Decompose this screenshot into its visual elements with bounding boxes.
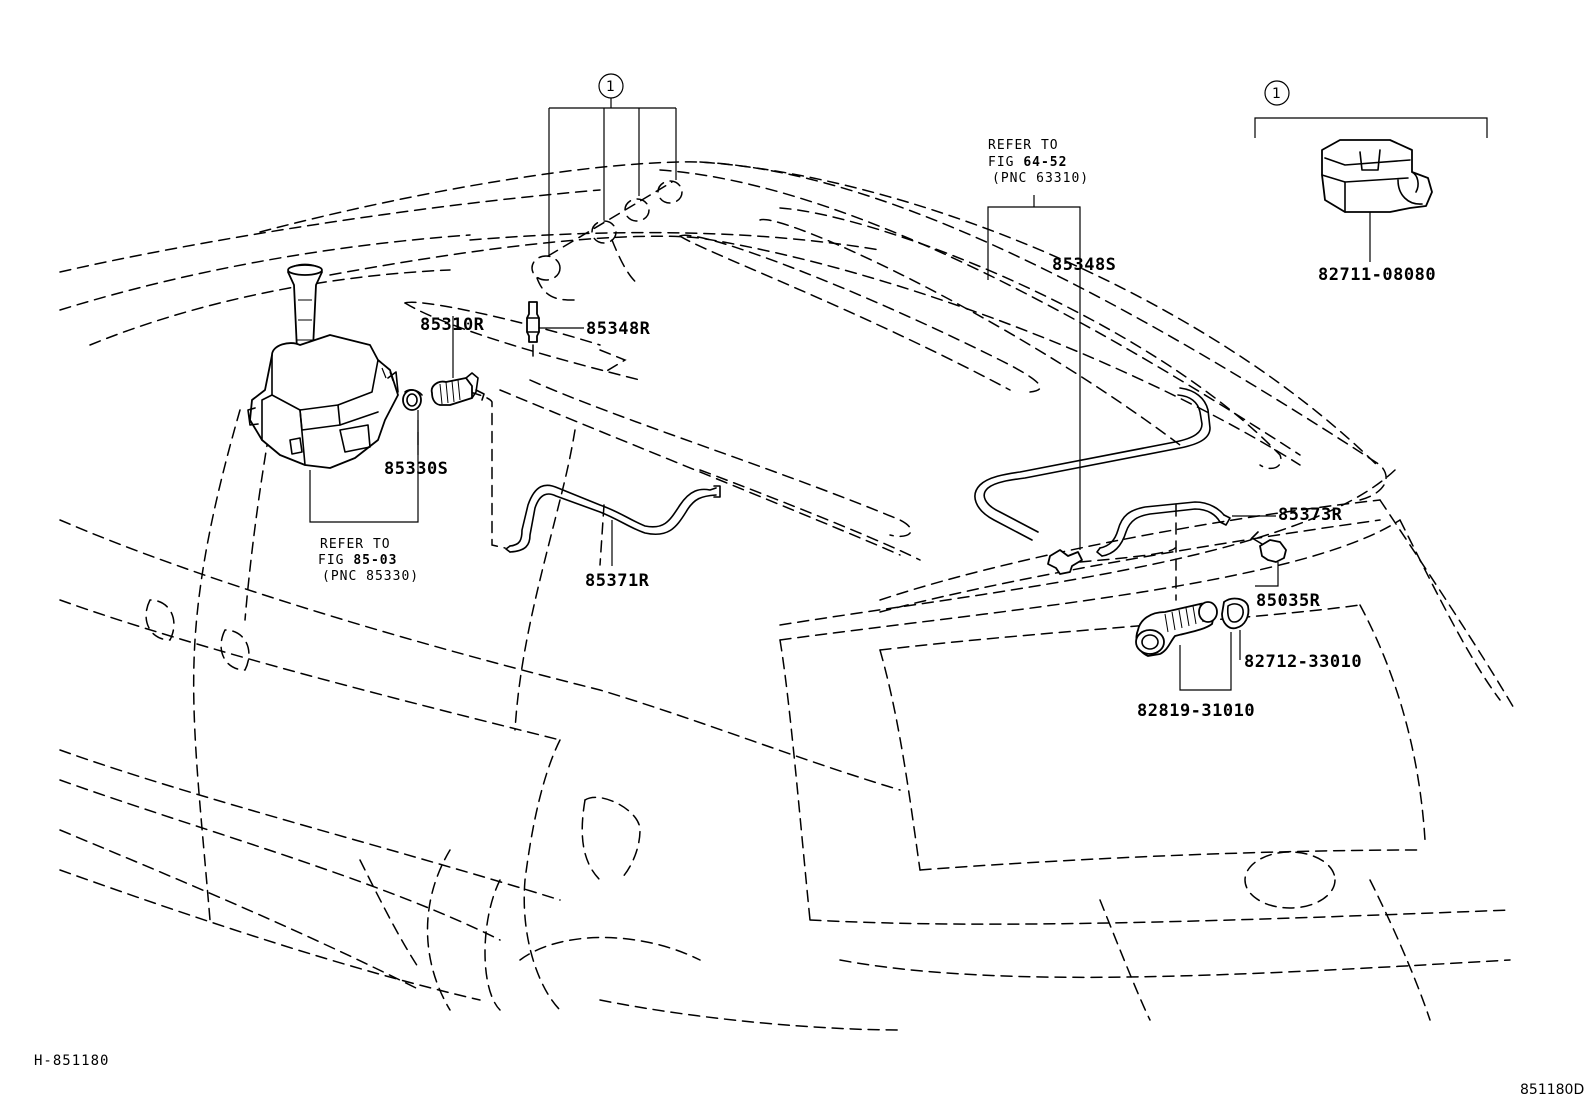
rear-hose-82819-31010: 82819-31010 bbox=[1135, 504, 1255, 721]
washer-pump-85310R: 85310R bbox=[420, 315, 485, 406]
refer-note-tank-fignum: 85-03 bbox=[353, 553, 397, 568]
refer-note-tank-line2: FIG 85-03 bbox=[318, 553, 397, 568]
refer-note-roof-line1: REFER TO bbox=[988, 138, 1059, 153]
refer-note-tank-line1: REFER TO bbox=[320, 537, 391, 552]
washer-tank bbox=[247, 263, 419, 523]
part-label-85371R: 85371R bbox=[585, 571, 650, 591]
refer-note-roof-fignum: 64-52 bbox=[1023, 155, 1067, 170]
callout-number: 1 bbox=[606, 79, 615, 95]
part-label-85330S: 85330S bbox=[384, 459, 448, 479]
refer-note-roof-line2: FIG 64-52 bbox=[988, 155, 1067, 170]
clamp-callout-left: 1 bbox=[531, 73, 683, 301]
nozzle-85035R: 85373R 85035R bbox=[1232, 505, 1343, 611]
diagram-id: 851180D bbox=[1520, 1082, 1584, 1098]
refer-note-roof-fig: FIG bbox=[988, 155, 1023, 170]
grommet-85330S: 85330S bbox=[384, 389, 448, 479]
part-label-82712-33010: 82712-33010 bbox=[1244, 652, 1362, 672]
figure-reference: H-851180 bbox=[34, 1053, 109, 1069]
part-label-82819-31010: 82819-31010 bbox=[1137, 701, 1255, 721]
washer-hose-routing bbox=[469, 387, 1231, 575]
part-label-85348R: 85348R bbox=[586, 319, 651, 339]
callout-number: 1 bbox=[1272, 86, 1281, 102]
refer-note-tank: REFER TO FIG 85-03 (PNC 85330) bbox=[318, 537, 419, 584]
joint-85348R: 85348R bbox=[526, 301, 651, 361]
grommet-82712-33010: 82712-33010 bbox=[1221, 597, 1362, 672]
part-label-85373R: 85373R bbox=[1278, 505, 1343, 525]
part-label-82711-08080: 82711-08080 bbox=[1318, 265, 1436, 285]
refer-note-tank-fig: FIG bbox=[318, 553, 353, 568]
refer-note-roof: REFER TO FIG 64-52 (PNC 63310) 85348S bbox=[987, 138, 1116, 550]
refer-note-roof-line3: (PNC 63310) bbox=[992, 171, 1089, 186]
clamp-callout-right: 1 82711-08080 bbox=[1254, 80, 1488, 285]
refer-note-tank-line3: (PNC 85330) bbox=[322, 569, 419, 584]
part-label-85310R: 85310R bbox=[420, 315, 485, 335]
part-label-85348S: 85348S bbox=[1052, 255, 1116, 275]
vehicle-outline bbox=[59, 161, 1516, 1031]
hose-label-85371R: 85371R bbox=[585, 520, 650, 591]
part-label-85035R: 85035R bbox=[1256, 591, 1321, 611]
